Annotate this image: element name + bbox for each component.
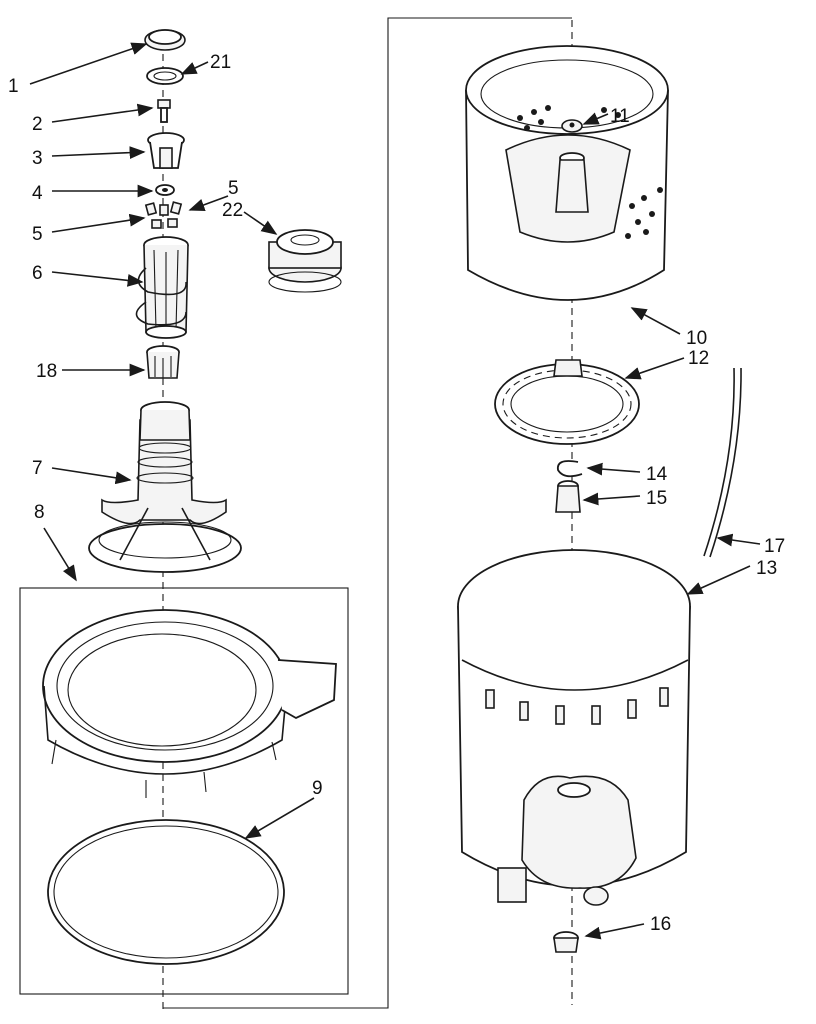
callout-14: 14 (646, 464, 668, 485)
part-22-bearing (268, 229, 342, 293)
part-12-hub (494, 359, 640, 445)
part-2-bolt (157, 99, 171, 123)
part-11-nut (561, 119, 583, 133)
leader-arrows (29, 42, 761, 940)
callout-22: 22 (222, 200, 243, 221)
part-18-coupling (146, 345, 180, 379)
callout-4: 4 (32, 183, 43, 204)
callout-1: 1 (8, 76, 19, 97)
callout-labels: 1 21 2 3 4 5 5 22 6 18 7 8 9 11 10 12 14… (8, 52, 785, 935)
callout-5-right: 5 (228, 178, 239, 199)
callout-15: 15 (646, 488, 667, 509)
callout-11: 11 (610, 106, 630, 127)
callout-16: 16 (650, 914, 671, 935)
part-9-seal-ring (47, 819, 285, 965)
part-5-dogs (144, 201, 183, 229)
callout-8: 8 (34, 502, 45, 523)
callout-17: 17 (764, 536, 785, 557)
part-8-tub-ring (42, 609, 337, 798)
part-14-clip (556, 460, 583, 478)
part-3-cam (147, 132, 185, 169)
callout-7: 7 (32, 458, 43, 479)
part-4-washer (155, 184, 175, 196)
part-17-hose (703, 367, 742, 558)
callout-21: 21 (210, 52, 231, 73)
part-10-spin-basket (465, 45, 669, 301)
callout-10: 10 (686, 328, 707, 349)
part-21-ring (146, 67, 184, 85)
part-1-cap (144, 29, 186, 51)
callout-5-left: 5 (32, 224, 43, 245)
callout-3: 3 (32, 148, 43, 169)
callout-13: 13 (756, 558, 777, 579)
part-7-agitator-base (88, 401, 242, 573)
callout-9: 9 (312, 778, 323, 799)
part-6-agitator-auger (135, 236, 189, 339)
callout-6: 6 (32, 263, 43, 284)
callout-12: 12 (688, 348, 709, 369)
part-16-plug (553, 931, 579, 953)
callout-18: 18 (36, 361, 57, 382)
part-13-outer-tub (457, 549, 691, 906)
callout-2: 2 (32, 114, 43, 135)
part-15-fitting (555, 480, 581, 513)
